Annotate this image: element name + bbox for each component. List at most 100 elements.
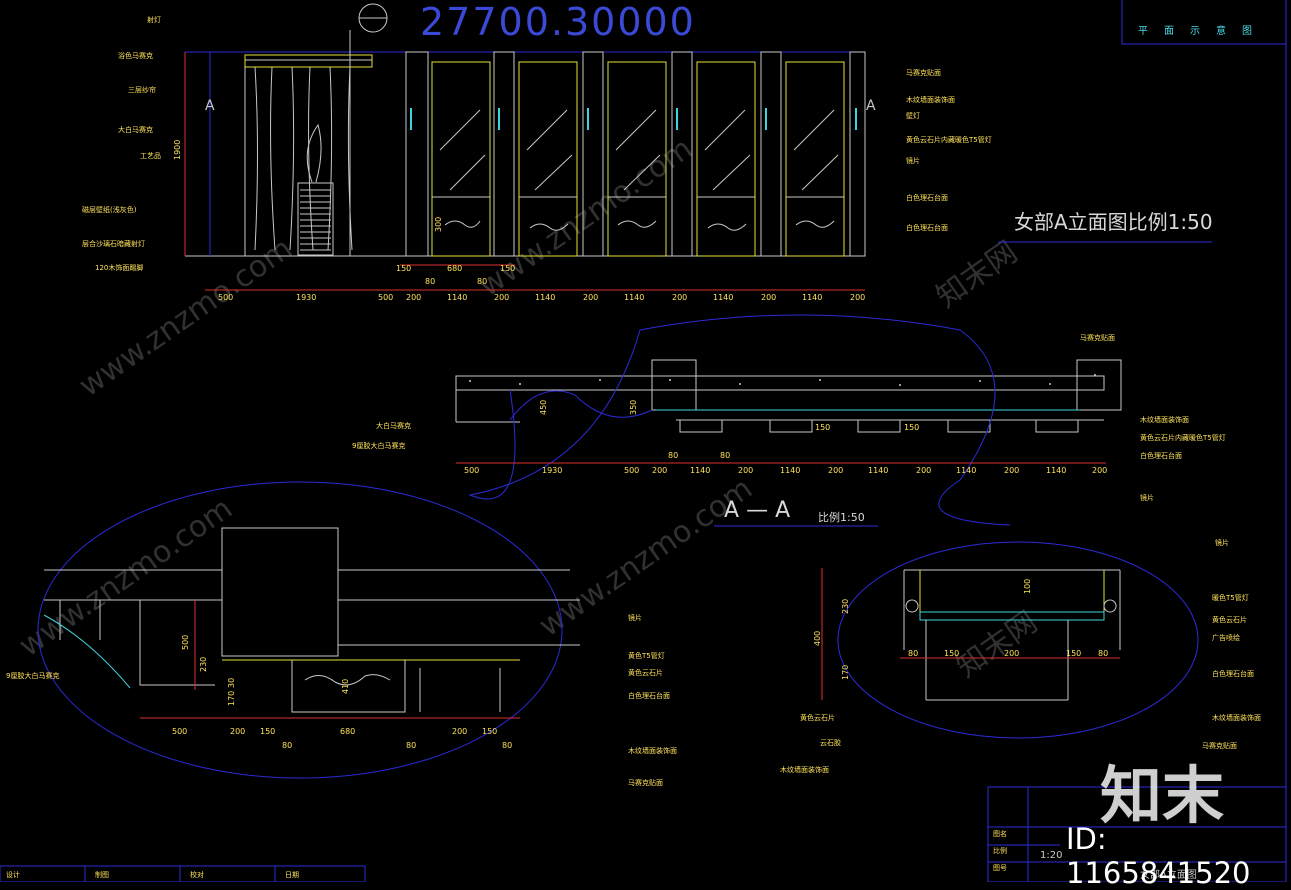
label: 层合沙璃石暗藏射灯	[82, 239, 145, 248]
dim: 150	[944, 649, 959, 658]
elevation-left-labels: 射灯 浴色马赛克 三层纱帘 大白马赛克 工艺品 磁层壁纸(浅灰色) 层合沙璃石暗…	[82, 15, 161, 272]
dim: 80	[425, 277, 435, 286]
dim: 1140	[624, 293, 644, 302]
label: 白色理石台面	[1212, 669, 1254, 678]
dim: 200	[230, 727, 245, 736]
label: 镜片	[906, 156, 920, 165]
dim: 170	[841, 665, 850, 680]
detail-left-drawing	[37, 481, 580, 779]
section-labels: 大白马赛克 9厘胶大白马赛克 马赛克贴面 木纹墙面装饰面 黄色云石片内藏暖色T5…	[352, 333, 1226, 502]
dim: 1140	[802, 293, 822, 302]
dim: 500	[378, 293, 393, 302]
brand-logo: 知末	[1100, 759, 1225, 832]
dim: 200	[850, 293, 865, 302]
section-scale: 比例1:50	[818, 511, 865, 524]
dim: 150	[815, 423, 830, 432]
label: 镜片	[1140, 493, 1154, 502]
tb-row: 图号	[993, 864, 1007, 872]
label: 9厘胶大白马赛克	[352, 441, 405, 450]
dim: 200	[761, 293, 776, 302]
label: 磁层壁纸(浅灰色)	[82, 205, 137, 214]
section-title-a: A	[775, 498, 791, 523]
dim: 200	[406, 293, 421, 302]
elevation-right-labels: 马赛克贴面 木纹墙面装饰面 壁灯 黄色云石片内藏暖色T5管灯 镜片 白色理石台面…	[906, 68, 992, 232]
label: 白色理石台面	[1140, 451, 1182, 460]
section-mark: A	[205, 98, 215, 114]
detail-left-labels: 镜片 黄色T5管灯 黄色云石片 白色理石台面 木纹墙面装饰面 马赛克贴面 9厘胶…	[6, 613, 677, 787]
label: 木纹墙面装饰面	[780, 765, 829, 774]
section-title-a: A	[724, 498, 740, 523]
dim: 410	[341, 679, 350, 694]
label: 壁灯	[906, 111, 920, 120]
dim: 500	[624, 466, 639, 475]
dim: 230	[841, 599, 850, 614]
dim: 350	[629, 400, 638, 415]
dim: 450	[539, 400, 548, 415]
tb-footer: 日期	[285, 871, 299, 879]
dim: 1140	[690, 466, 710, 475]
dim: 200	[583, 293, 598, 302]
title-block-text: 图名 比例 图号 1:20 女部A立面图 设计 制图 校对 日期	[6, 829, 1197, 881]
dim: 150	[500, 264, 515, 273]
dim: 80	[406, 741, 416, 750]
dim: 200	[1004, 649, 1019, 658]
dim: 150	[1066, 649, 1081, 658]
label: 黄色云石片内藏暖色T5管灯	[1140, 433, 1226, 442]
detail-left-dims: 500 230 30 170 410 500 200 150 80 680 80…	[172, 635, 512, 750]
dim: 80	[477, 277, 487, 286]
elevation-drawing	[184, 3, 866, 291]
label: 120木饰面踢脚	[95, 263, 143, 272]
dim: 200	[916, 466, 931, 475]
section-title: A — A	[724, 498, 790, 523]
section-mark: A	[866, 98, 876, 114]
dim: 80	[1098, 649, 1108, 658]
dim: 1930	[296, 293, 316, 302]
tb-footer: 设计	[6, 870, 20, 879]
label: 马赛克贴面	[1080, 333, 1115, 342]
dim: 200	[1004, 466, 1019, 475]
label: 三层纱帘	[128, 85, 156, 94]
dim: 80	[668, 451, 678, 460]
dim: 230	[199, 657, 208, 672]
tb-row: 图名	[993, 829, 1007, 838]
dim: 300	[434, 217, 443, 232]
dim: 680	[340, 727, 355, 736]
dim: 30	[227, 678, 236, 688]
dim: 500	[218, 293, 233, 302]
detail-right-dims: 230 400 170 100 80 150 200 150 80	[813, 579, 1108, 680]
dim: 500	[172, 727, 187, 736]
dim: 170	[227, 691, 236, 706]
dim: 150	[904, 423, 919, 432]
elevation-bottom-dims: 500 1930 500 200 1140 200 1140 200 1140 …	[218, 293, 865, 302]
detail-right-labels: 镜片 暖色T5管灯 黄色云石片 广告喷绘 白色理石台面 木纹墙面装饰面 马赛克贴…	[780, 538, 1261, 774]
dim: 1140	[713, 293, 733, 302]
section-drawing	[455, 314, 1122, 527]
dim: 150	[260, 727, 275, 736]
label: 黄色T5管灯	[628, 651, 665, 660]
label: 白色理石台面	[628, 691, 670, 700]
label: 大白马赛克	[376, 421, 411, 430]
speckles	[469, 374, 1096, 386]
tb-footer: 校对	[190, 870, 204, 879]
dim: 1140	[868, 466, 888, 475]
tb-scale: 1:20	[1040, 850, 1062, 861]
label: 黄色云石片	[628, 668, 663, 677]
dim: 1140	[535, 293, 555, 302]
dim: 80	[908, 649, 918, 658]
dim: 1140	[956, 466, 976, 475]
title-block	[0, 786, 1287, 882]
elevation-dims: 150 680 150 80 80 1900 300	[173, 140, 515, 286]
label: 广告喷绘	[1212, 633, 1240, 642]
dim: 500	[181, 635, 190, 650]
dim: 200	[494, 293, 509, 302]
label: 马赛克贴面	[1202, 741, 1237, 750]
dim: 80	[282, 741, 292, 750]
plan-title: 平面示意图	[1138, 26, 1268, 37]
section-bottom-dims: 500 1930 500 200 1140 200 1140 200 1140 …	[464, 466, 1107, 475]
image-id: ID: 1165841520	[1066, 822, 1251, 890]
label: 木纹墙面装饰面	[1140, 415, 1189, 424]
elevation-title: 女部A立面图比例1:50	[1014, 210, 1213, 234]
dim: 1900	[173, 140, 182, 160]
dim: 200	[738, 466, 753, 475]
